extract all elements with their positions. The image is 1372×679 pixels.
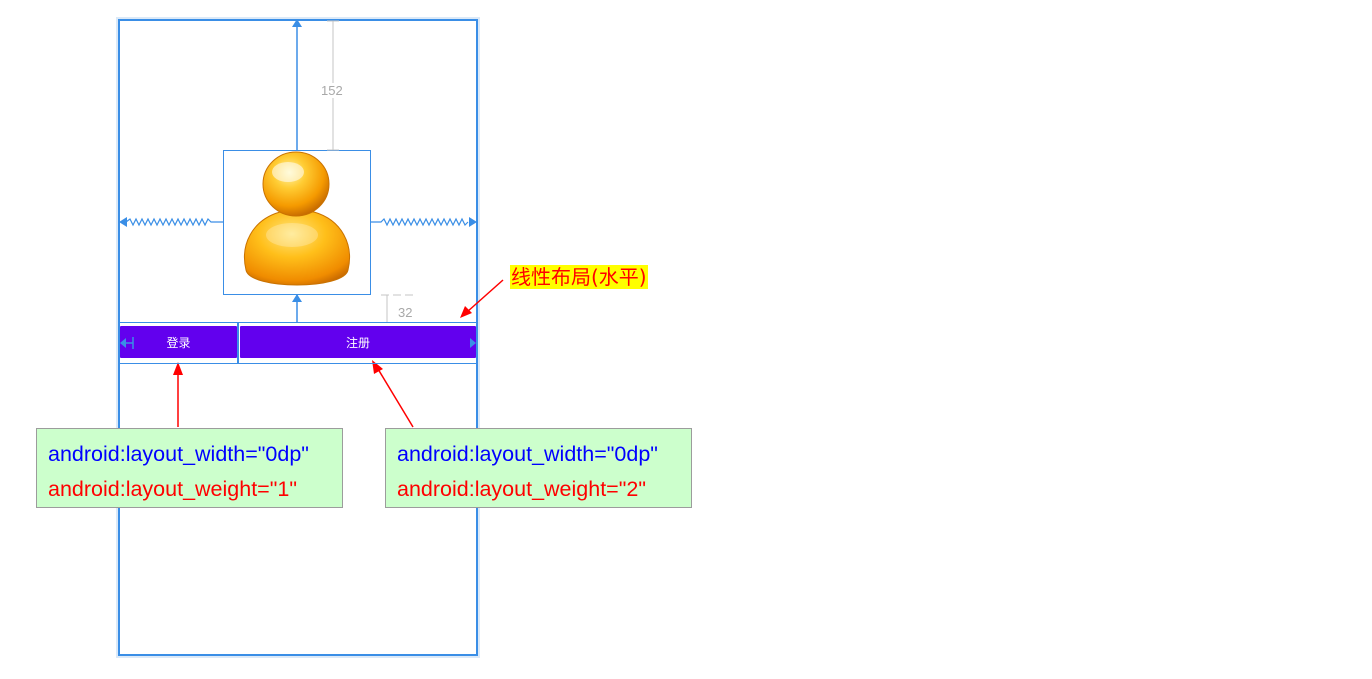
layout-type-note: 线性布局(水平) bbox=[510, 265, 648, 289]
left-callout-width-attr: android:layout_width="0dp" bbox=[48, 442, 309, 466]
right-callout-weight-attr: android:layout_weight="2" bbox=[397, 477, 646, 501]
register-button-outline bbox=[238, 322, 477, 364]
left-callout-weight-attr: android:layout_weight="1" bbox=[48, 477, 297, 501]
register-button[interactable]: 注册 bbox=[240, 326, 476, 358]
bottom-margin-value: 32 bbox=[397, 305, 414, 320]
top-margin-value: 152 bbox=[320, 83, 344, 98]
login-button[interactable]: 登录 bbox=[120, 326, 237, 358]
login-button-outline bbox=[119, 322, 238, 364]
right-callout-width-attr: android:layout_width="0dp" bbox=[397, 442, 658, 466]
left-callout: android:layout_width="0dp" android:layou… bbox=[36, 428, 343, 508]
user-avatar-icon bbox=[244, 151, 350, 286]
right-callout: android:layout_width="0dp" android:layou… bbox=[385, 428, 692, 508]
